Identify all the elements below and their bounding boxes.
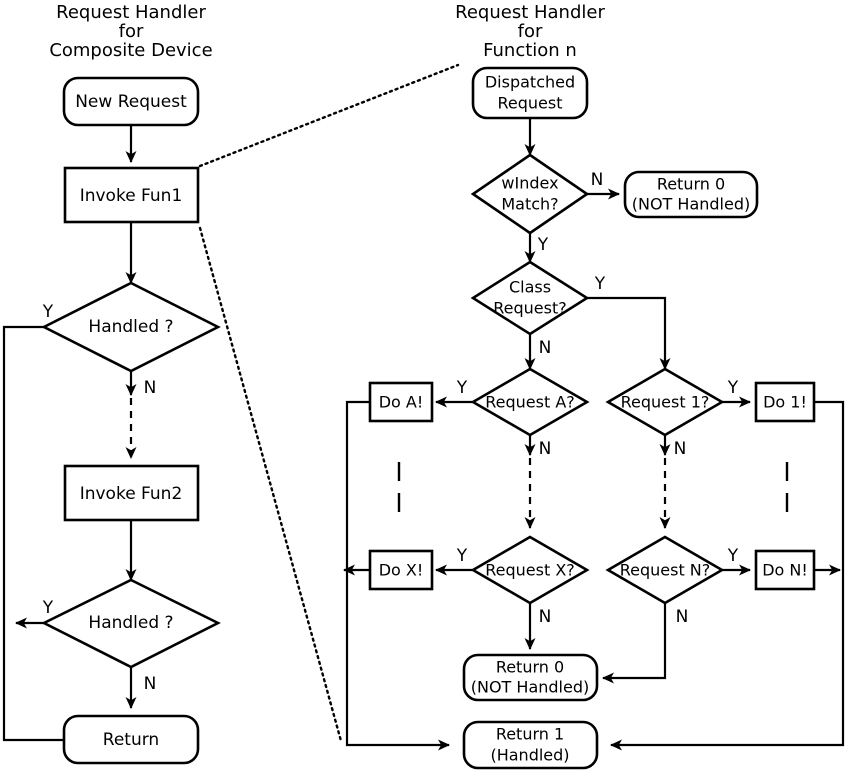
node-request-a-label: Request A? xyxy=(485,393,575,412)
node-request-1[interactable] xyxy=(605,367,725,437)
node-dispatched-request-line2: Request xyxy=(498,94,563,113)
node-invoke-fun1-label: Invoke Fun1 xyxy=(80,186,183,206)
node-return1[interactable] xyxy=(462,720,599,770)
node-invoke-fun2[interactable] xyxy=(63,464,200,522)
node-do-n-label: Do N! xyxy=(762,561,808,580)
label-handled1-no: N xyxy=(144,378,157,398)
label-requestx-no: N xyxy=(539,607,552,627)
node-return-label: Return xyxy=(103,730,159,750)
node-return0-bottom-line2: (NOT Handled) xyxy=(471,678,589,697)
node-dispatched-request[interactable] xyxy=(471,66,589,120)
node-request-x-label: Request X? xyxy=(485,561,575,580)
label-windex-yes: Y xyxy=(537,235,549,255)
node-do-x-label: Do X! xyxy=(379,561,424,580)
node-handled-1-label: Handled ? xyxy=(88,317,173,337)
right-column-header: Request Handler for Function n xyxy=(455,2,605,61)
label-class-no: N xyxy=(539,338,552,358)
label-requestn-yes: Y xyxy=(727,546,739,566)
node-return0-top[interactable] xyxy=(623,170,759,219)
node-do-n[interactable] xyxy=(754,549,816,591)
node-do-a[interactable] xyxy=(368,381,434,423)
node-request-x[interactable] xyxy=(470,535,590,605)
callout-line-lower xyxy=(198,226,343,743)
node-invoke-fun2-label: Invoke Fun2 xyxy=(80,484,183,504)
node-request-n-label: Request N? xyxy=(620,561,711,580)
node-class-request-line1: Class xyxy=(509,278,551,297)
node-windex-match-line1: wIndex xyxy=(501,174,558,193)
node-do-1[interactable] xyxy=(754,381,816,423)
label-request1-yes: Y xyxy=(727,378,739,398)
node-dispatched-request-line1: Dispatched xyxy=(485,73,575,92)
node-class-request-line2: Request? xyxy=(493,299,566,318)
edge-class-yes-to-request1 xyxy=(587,296,671,370)
left-header-line1: Request Handler xyxy=(56,2,206,23)
left-header-line3: Composite Device xyxy=(49,40,212,61)
node-do-1-label: Do 1! xyxy=(763,393,807,412)
node-return1-line2: (Handled) xyxy=(490,746,569,765)
label-class-yes: Y xyxy=(594,274,606,294)
right-column-edges xyxy=(343,118,845,751)
edge-do1-to-return1 xyxy=(610,400,845,751)
node-handled-1[interactable] xyxy=(41,281,221,373)
node-handled-2[interactable] xyxy=(41,578,221,669)
edge-requestn-no-to-return0 xyxy=(602,603,667,684)
node-return0-bottom[interactable] xyxy=(462,653,599,702)
node-do-x[interactable] xyxy=(368,549,434,591)
node-windex-match[interactable] xyxy=(470,153,590,235)
node-invoke-fun1[interactable] xyxy=(63,166,200,224)
node-handled-2-label: Handled ? xyxy=(88,613,173,633)
label-requesta-no: N xyxy=(539,439,552,459)
node-return0-top-line1: Return 0 xyxy=(657,175,725,194)
right-header-line2: for xyxy=(518,21,543,42)
label-requestn-no: N xyxy=(676,607,689,627)
label-windex-no: N xyxy=(591,170,604,190)
node-return0-bottom-line1: Return 0 xyxy=(496,658,564,677)
label-requesta-yes: Y xyxy=(456,378,468,398)
left-column-header: Request Handler for Composite Device xyxy=(49,2,212,61)
edge-handled1-yes-to-return xyxy=(2,325,96,746)
node-return[interactable] xyxy=(62,714,200,765)
node-do-a-label: Do A! xyxy=(379,393,424,412)
left-header-line2: for xyxy=(119,21,144,42)
label-handled2-yes: Y xyxy=(42,598,54,618)
node-request-n[interactable] xyxy=(605,535,725,605)
node-request-1-label: Request 1? xyxy=(621,393,710,412)
callout-line-upper xyxy=(198,63,460,168)
node-windex-match-line2: Match? xyxy=(501,195,558,214)
right-header-line3: Function n xyxy=(483,40,577,61)
label-handled1-yes: Y xyxy=(42,302,54,322)
node-new-request[interactable] xyxy=(62,76,200,127)
node-request-a[interactable] xyxy=(470,367,590,437)
node-return1-line1: Return 1 xyxy=(496,725,564,744)
node-return0-top-line2: (NOT Handled) xyxy=(632,195,750,214)
label-request1-no: N xyxy=(674,439,687,459)
node-new-request-label: New Request xyxy=(75,92,187,112)
right-header-line1: Request Handler xyxy=(455,2,605,23)
label-requestx-yes: Y xyxy=(456,546,468,566)
node-class-request[interactable] xyxy=(470,260,590,336)
label-handled2-no: N xyxy=(144,674,157,694)
